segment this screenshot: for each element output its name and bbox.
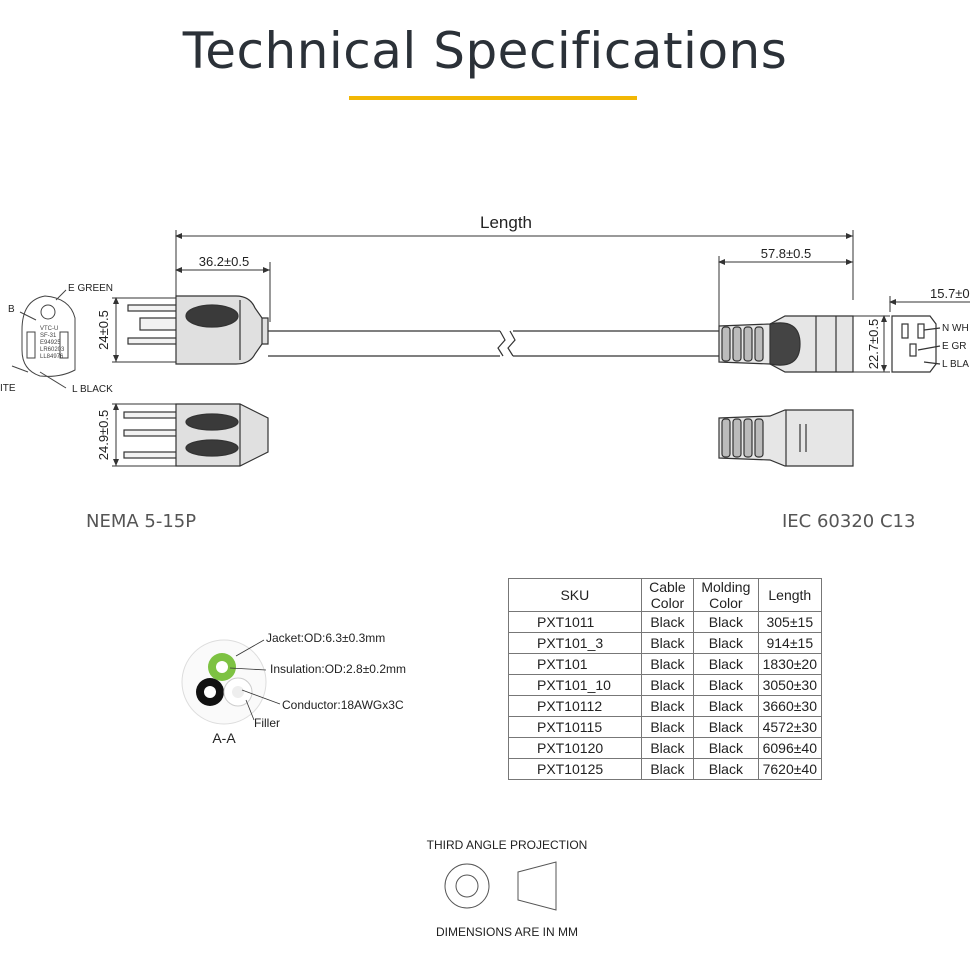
- plug-length-label: 36.2±0.5: [199, 254, 250, 269]
- plug-face-diagram: [11, 289, 76, 389]
- svg-text:LL84976: LL84976: [40, 354, 64, 360]
- cell-length: 6096±40: [757, 737, 823, 759]
- cell-cable: Black: [640, 695, 695, 717]
- cell-molding: Black: [693, 737, 759, 759]
- jacket-label: Jacket:OD:6.3±0.3mm: [266, 631, 385, 645]
- cell-molding: Black: [693, 632, 759, 654]
- cell-sku: PXT10120: [508, 737, 642, 759]
- cell-length: 305±15: [757, 611, 823, 633]
- svg-text:SF-31: SF-31: [40, 333, 57, 339]
- c13-pin-n-label: N WH: [942, 323, 969, 334]
- cell-molding: Black: [693, 758, 759, 780]
- cell-sku: PXT1011: [508, 611, 642, 633]
- c13-length-dimension: [718, 256, 853, 330]
- page-title: Technical Specifications: [182, 22, 788, 80]
- cell-molding: Black: [693, 674, 759, 696]
- length-label: Length: [480, 213, 532, 232]
- c13-height-dimension: [853, 315, 890, 373]
- header-length: Length: [757, 578, 823, 612]
- left-connector-label: NEMA 5-15P: [86, 511, 197, 532]
- cable: [268, 330, 719, 357]
- c13-face-diagram: [891, 315, 941, 373]
- c13-length-label: 57.8±0.5: [761, 246, 812, 261]
- c13-face-label: 15.7±0: [930, 286, 970, 301]
- c13-side-view: [718, 315, 854, 373]
- cell-sku: PXT10115: [508, 716, 642, 738]
- plug-pin-l-label: L BLACK: [72, 384, 113, 395]
- cell-length: 3050±30: [757, 674, 823, 696]
- c13-pin-e-label: E GR: [942, 341, 966, 352]
- svg-text:E94925: E94925: [40, 340, 61, 346]
- cell-molding: Black: [693, 695, 759, 717]
- cell-cable: Black: [640, 716, 695, 738]
- plug-pin-b-label: B: [8, 304, 15, 315]
- cell-length: 1830±20: [757, 653, 823, 675]
- plug-top-view: [123, 403, 269, 467]
- cell-sku: PXT10112: [508, 695, 642, 717]
- plug-height-label: 24±0.5: [96, 310, 111, 350]
- c13-face-dimension: [889, 296, 970, 312]
- cell-molding: Black: [693, 716, 759, 738]
- cell-molding: Black: [693, 611, 759, 633]
- cell-cable: Black: [640, 653, 695, 675]
- conductor-label: Conductor:18AWGx3C: [282, 698, 404, 712]
- c13-top-view: [718, 409, 854, 467]
- right-connector-label: IEC 60320 C13: [782, 511, 916, 532]
- cell-cable: Black: [640, 611, 695, 633]
- units-note: DIMENSIONS ARE IN MM: [436, 925, 578, 939]
- plug-pin-n-label: ITE: [0, 383, 16, 394]
- cell-sku: PXT101: [508, 653, 642, 675]
- cell-molding: Black: [693, 653, 759, 675]
- plug-pin-e-label: E GREEN: [68, 283, 113, 294]
- cell-sku: PXT10125: [508, 758, 642, 780]
- plug-height-dimension: [112, 297, 176, 363]
- cell-length: 914±15: [757, 632, 823, 654]
- cell-cable: Black: [640, 737, 695, 759]
- cell-cable: Black: [640, 632, 695, 654]
- svg-text:VTC-U: VTC-U: [40, 326, 58, 332]
- cell-length: 4572±30: [757, 716, 823, 738]
- projection-label: THIRD ANGLE PROJECTION: [427, 838, 588, 852]
- plug-length-dimension: [175, 262, 271, 322]
- cell-cable: Black: [640, 674, 695, 696]
- cell-length: 3660±30: [757, 695, 823, 717]
- filler-label: Filler: [254, 716, 280, 730]
- length-dimension: [175, 230, 854, 300]
- header-sku: SKU: [508, 578, 642, 612]
- plug-side-view: [127, 295, 269, 365]
- cable-cross-section: [181, 639, 267, 725]
- c13-pin-l-label: L BLA: [942, 359, 969, 370]
- c13-height-label: 22.7±0.5: [866, 319, 881, 370]
- cell-cable: Black: [640, 758, 695, 780]
- insulation-label: Insulation:OD:2.8±0.2mm: [270, 662, 406, 676]
- section-label: A-A: [212, 730, 236, 746]
- cell-length: 7620±40: [757, 758, 823, 780]
- plug-width-dimension: [112, 403, 176, 467]
- title-underline: [349, 96, 637, 100]
- svg-text:LR60203: LR60203: [40, 347, 65, 353]
- cell-sku: PXT101_3: [508, 632, 642, 654]
- cell-sku: PXT101_10: [508, 674, 642, 696]
- third-angle-projection-symbol: [444, 861, 557, 911]
- plug-width-label: 24.9±0.5: [96, 410, 111, 461]
